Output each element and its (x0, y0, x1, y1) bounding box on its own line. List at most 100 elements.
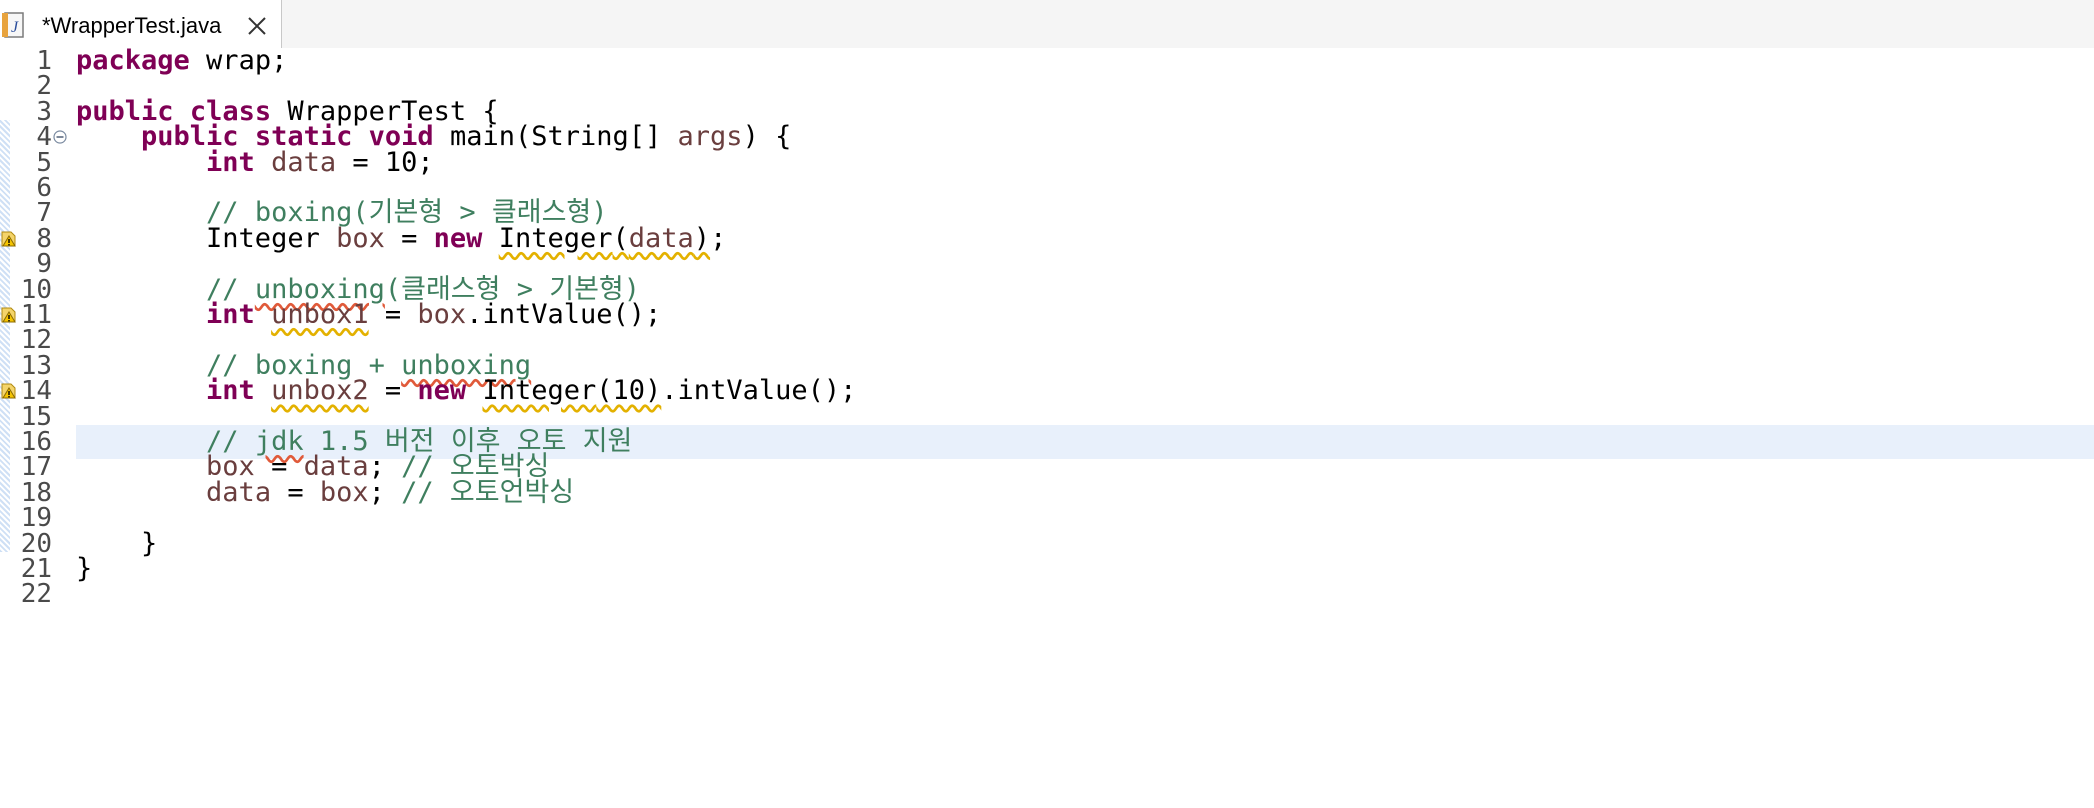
code-text[interactable]: } (76, 527, 157, 561)
warning-icon[interactable] (0, 306, 18, 324)
code-token: class (189, 95, 272, 127)
code-line[interactable]: 6 (0, 171, 2094, 205)
code-line[interactable]: 19 (0, 501, 2094, 535)
code-line[interactable]: 12 (0, 323, 2094, 357)
code-line[interactable]: 2 (0, 69, 2094, 103)
line-number: 16 (20, 427, 52, 457)
code-line[interactable]: 8 Integer box = new Integer(data); (0, 222, 2094, 256)
line-number: 11 (20, 300, 52, 330)
code-text[interactable]: // jdk 1.5 버전 이후 오토 지원 (76, 425, 632, 459)
gutter-range-marker (0, 120, 10, 552)
code-token: } (76, 527, 158, 559)
line-number: 2 (36, 71, 52, 102)
fold-collapse-icon[interactable] (52, 129, 68, 145)
code-token: box (206, 451, 255, 483)
line-number: 21 (20, 554, 52, 584)
line-number: 20 (20, 528, 52, 559)
code-token: args (677, 121, 743, 153)
code-line[interactable]: 7 // boxing(기본형 > 클래스형) (0, 196, 2094, 230)
code-token: WrapperTest { (271, 95, 499, 127)
code-token: data (271, 146, 337, 178)
svg-text:J: J (11, 19, 19, 36)
code-token: Integer (76, 222, 337, 254)
code-token: (클래스형 > 기본형) (384, 273, 641, 305)
code-line[interactable]: 17 box = data; // 오토박싱 (0, 450, 2094, 484)
tab-title: *WrapperTest.java (42, 13, 222, 38)
line-number: 18 (20, 477, 52, 508)
line-number: 8 (36, 223, 52, 254)
code-token: int (206, 375, 255, 407)
code-token: data (303, 451, 369, 483)
line-number: 6 (36, 173, 52, 203)
code-text[interactable]: // boxing(기본형 > 클래스형) (76, 196, 607, 230)
code-token: wrap; (189, 45, 288, 76)
code-text[interactable]: int unbox1 = box.intValue(); (76, 298, 661, 332)
java-file-icon: J (2, 12, 24, 38)
line-number: 9 (36, 249, 52, 280)
code-token: unboxing (401, 349, 532, 381)
code-token: 1.5 버전 이후 오토 지원 (303, 426, 633, 457)
code-line[interactable]: 16 // jdk 1.5 버전 이후 오토 지원 (0, 425, 2094, 459)
code-text[interactable]: Integer box = new Integer(data); (76, 222, 726, 256)
code-text[interactable]: public static void main(String[] args) { (76, 120, 791, 154)
tab-wrappertest-java[interactable]: J *WrapperTest.java (0, 0, 282, 49)
code-line[interactable]: 22 (0, 577, 2094, 611)
code-text[interactable]: // unboxing(클래스형 > 기본형) (76, 273, 640, 307)
code-line[interactable]: 20 } (0, 527, 2094, 561)
code-token: // (206, 273, 255, 305)
line-number: 12 (20, 325, 52, 356)
code-token: (10) (596, 375, 662, 407)
code-token: = (368, 375, 418, 407)
code-text[interactable]: } (76, 552, 92, 586)
code-token: = (384, 222, 434, 254)
code-line[interactable]: 21} (0, 552, 2094, 586)
code-line[interactable]: 1 package wrap; (0, 44, 2094, 78)
code-line[interactable]: 4 public static void main(String[] args)… (0, 120, 2094, 154)
close-icon[interactable] (246, 15, 268, 37)
code-token: = (254, 451, 304, 483)
warning-icon[interactable] (0, 382, 18, 400)
code-token: int (206, 299, 255, 330)
line-number: 1 (36, 46, 52, 76)
code-token: data (628, 222, 694, 254)
code-token: = (271, 476, 320, 508)
code-token: ) { (742, 121, 792, 153)
line-number: 4 (36, 122, 52, 153)
code-text[interactable]: // boxing + unboxing (76, 349, 531, 383)
code-token: jdk (254, 426, 304, 457)
code-token: .intValue(); (661, 375, 857, 407)
code-text[interactable]: package wrap; (76, 44, 287, 78)
code-line[interactable]: 11 int unbox1 = box.intValue(); (0, 298, 2094, 332)
code-line[interactable]: 15 (0, 400, 2094, 434)
code-line[interactable]: 3 public class WrapperTest { (0, 95, 2094, 129)
warning-icon[interactable] (0, 230, 18, 248)
code-token: = 10; (336, 146, 434, 178)
code-token: new (433, 222, 483, 254)
code-token: box (336, 222, 385, 254)
current-line-highlight (76, 425, 2094, 459)
line-number: 3 (36, 96, 52, 127)
code-text[interactable]: int unbox2 = new Integer(10).intValue(); (76, 374, 856, 408)
code-token: public (76, 95, 174, 127)
code-token: new (417, 375, 467, 407)
code-token: // 오토언박싱 (401, 476, 575, 508)
code-line[interactable]: 13 // boxing + unboxing (0, 349, 2094, 383)
line-number: 5 (36, 147, 52, 178)
code-text[interactable]: int data = 10; (76, 146, 434, 180)
code-text[interactable]: public class WrapperTest { (76, 95, 499, 129)
code-line[interactable]: 9 (0, 247, 2094, 281)
line-number: 14 (20, 376, 52, 407)
code-line[interactable]: 10 // unboxing(클래스형 > 기본형) (0, 273, 2094, 307)
code-line[interactable]: 14 int unbox2 = new Integer(10).intValue… (0, 374, 2094, 408)
code-token: } (76, 553, 93, 584)
code-line[interactable]: 18 data = box; // 오토언박싱 (0, 476, 2094, 510)
code-text[interactable]: data = box; // 오토언박싱 (76, 476, 574, 510)
code-line[interactable]: 5 int data = 10; (0, 146, 2094, 180)
editor-tab-bar: J *WrapperTest.java (0, 0, 2094, 49)
code-token: .intValue(); (466, 299, 662, 330)
code-text[interactable]: box = data; // 오토박싱 (76, 450, 549, 484)
code-token: ) (693, 222, 711, 254)
code-token: package (76, 45, 190, 76)
line-number: 17 (20, 452, 52, 483)
